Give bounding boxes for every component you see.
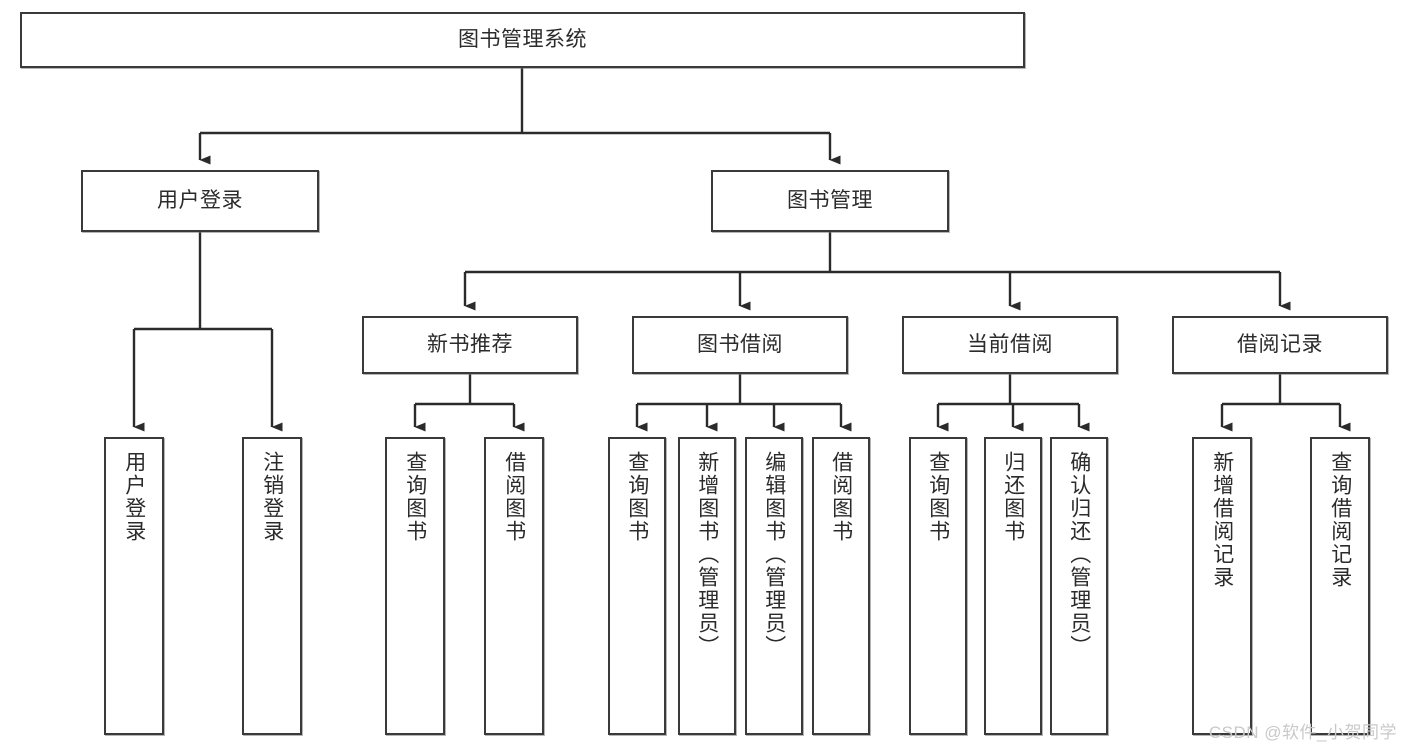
node-leaf-query-book-3-label: 查询图书 — [926, 451, 950, 543]
edge-newbookrec-to-leaves — [413, 374, 525, 432]
node-borrow-record[interactable]: 借阅记录 — [1172, 316, 1388, 374]
node-leaf-logout-label: 注销登录 — [260, 451, 284, 543]
edge-currentborrow-to-leaves — [936, 374, 1090, 432]
node-user-login[interactable]: 用户登录 — [81, 170, 319, 232]
node-leaf-add-record[interactable]: 新增借阅记录 — [1192, 437, 1252, 735]
node-leaf-query-book-1[interactable]: 查询图书 — [385, 437, 445, 735]
node-leaf-query-record[interactable]: 查询借阅记录 — [1310, 437, 1370, 735]
node-root-label: 图书管理系统 — [458, 28, 587, 52]
node-leaf-user-login[interactable]: 用户登录 — [104, 437, 164, 735]
node-book-management[interactable]: 图书管理 — [711, 170, 949, 232]
node-leaf-borrow-book-2-label: 借阅图书 — [829, 451, 853, 543]
edge-userlogin-to-leaves — [132, 232, 283, 432]
node-leaf-add-book[interactable]: 新增图书（管理员） — [678, 437, 736, 735]
node-current-borrow-label: 当前借阅 — [967, 333, 1053, 357]
node-borrow-record-label: 借阅记录 — [1237, 333, 1323, 357]
node-leaf-borrow-book-1[interactable]: 借阅图书 — [484, 437, 544, 735]
node-leaf-query-book-2-label: 查询图书 — [625, 451, 649, 543]
node-new-book-recommendation[interactable]: 新书推荐 — [362, 316, 578, 374]
node-leaf-query-record-label: 查询借阅记录 — [1328, 451, 1352, 589]
edge-bookborrow-to-leaves — [635, 374, 852, 432]
node-leaf-edit-book-label: 编辑图书（管理员） — [762, 451, 786, 658]
node-leaf-return-book[interactable]: 归还图书 — [984, 437, 1042, 735]
node-leaf-add-book-label: 新增图书（管理员） — [695, 451, 719, 658]
watermark: CSDN @软件_小贺同学 — [1208, 723, 1397, 742]
node-user-login-label: 用户登录 — [157, 189, 243, 213]
node-leaf-logout[interactable]: 注销登录 — [242, 437, 302, 735]
edge-root-to-level1 — [198, 68, 841, 165]
node-leaf-confirm-return-label: 确认归还（管理员） — [1067, 451, 1091, 658]
edge-bookmgmt-to-level2 — [463, 232, 1291, 311]
node-leaf-user-login-label: 用户登录 — [122, 451, 146, 543]
node-leaf-confirm-return[interactable]: 确认归还（管理员） — [1050, 437, 1108, 735]
node-root[interactable]: 图书管理系统 — [20, 12, 1025, 68]
node-leaf-edit-book[interactable]: 编辑图书（管理员） — [745, 437, 803, 735]
node-leaf-query-book-3[interactable]: 查询图书 — [909, 437, 967, 735]
node-leaf-add-record-label: 新增借阅记录 — [1210, 451, 1234, 589]
node-leaf-borrow-book-1-label: 借阅图书 — [502, 451, 526, 543]
node-leaf-query-book-2[interactable]: 查询图书 — [608, 437, 666, 735]
node-book-management-label: 图书管理 — [787, 189, 873, 213]
node-leaf-borrow-book-2[interactable]: 借阅图书 — [812, 437, 870, 735]
node-current-borrow[interactable]: 当前借阅 — [902, 316, 1118, 374]
node-leaf-query-book-1-label: 查询图书 — [403, 451, 427, 543]
node-leaf-return-book-label: 归还图书 — [1001, 451, 1025, 543]
node-new-book-recommendation-label: 新书推荐 — [427, 333, 513, 357]
node-book-borrow-label: 图书借阅 — [697, 333, 783, 357]
edge-borrowrecord-to-leaves — [1220, 374, 1351, 432]
node-book-borrow[interactable]: 图书借阅 — [632, 316, 848, 374]
